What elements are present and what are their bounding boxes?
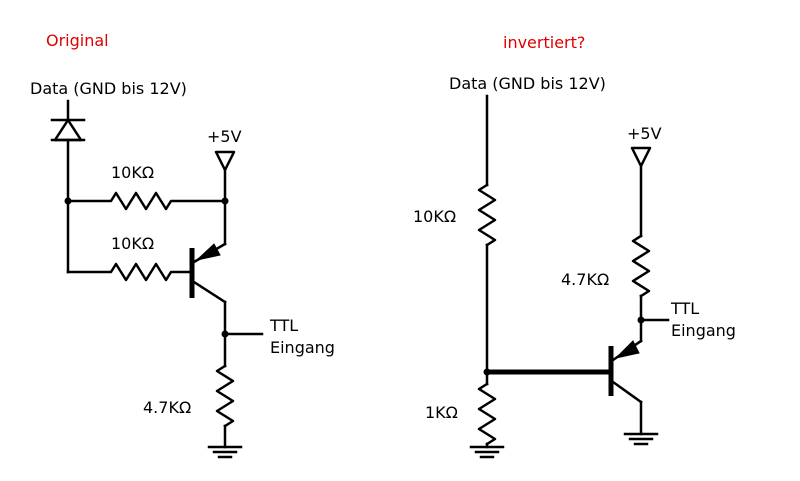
original-title: Original [46, 31, 109, 50]
inverted-title: invertiert? [503, 33, 585, 52]
original-ttl-label-line2: Eingang [270, 338, 335, 357]
inverted-supply-label: +5V [627, 124, 662, 143]
inverted-left-ground-icon [469, 445, 505, 459]
original-ground-icon [207, 445, 243, 459]
inverted-transistor-arrow [614, 340, 640, 359]
original-ttl-label-line1: TTL [269, 316, 298, 335]
inverted-transistor-lower-lead [611, 380, 643, 404]
original-r-bottom-resistor [215, 364, 235, 428]
inverted-r-input-label: 10KΩ [413, 207, 456, 226]
original-circuit: Original Data (GND bis 12V) 10KΩ +5V 10K… [30, 31, 335, 459]
inverted-ttl-label-line1: TTL [670, 299, 699, 318]
original-r-base-resistor [66, 262, 193, 282]
original-junction-top-right [221, 197, 229, 205]
inverted-data-label: Data (GND bis 12V) [449, 74, 606, 93]
original-transistor-arrow [195, 243, 221, 261]
original-r-base-label: 10KΩ [111, 234, 154, 253]
original-supply-label: +5V [207, 127, 242, 146]
original-diode [50, 118, 86, 142]
inverted-transistor [608, 339, 643, 404]
inverted-r-ground-resistor [477, 382, 497, 446]
inverted-r-input-resistor [477, 183, 497, 247]
original-data-label: Data (GND bis 12V) [30, 79, 187, 98]
inverted-supply-arrow [630, 146, 652, 168]
original-r-bottom-label: 4.7KΩ [143, 398, 191, 417]
original-supply-arrow [214, 150, 236, 172]
inverted-r-ground-label: 1KΩ [425, 403, 458, 422]
inverted-circuit: invertiert? Data (GND bis 12V) 10KΩ 1KΩ … [413, 33, 736, 459]
inverted-r-collector-resistor [631, 234, 651, 298]
diode-triangle [53, 118, 83, 142]
original-r-top-resistor [66, 191, 227, 211]
inverted-right-ground-icon [623, 432, 659, 446]
inverted-ttl-label-line2: Eingang [671, 321, 736, 340]
original-pnp-transistor [189, 242, 227, 304]
original-r-top-label: 10KΩ [111, 163, 154, 182]
inverted-r-collector-label: 4.7KΩ [561, 270, 609, 289]
original-transistor-collector [192, 280, 227, 304]
